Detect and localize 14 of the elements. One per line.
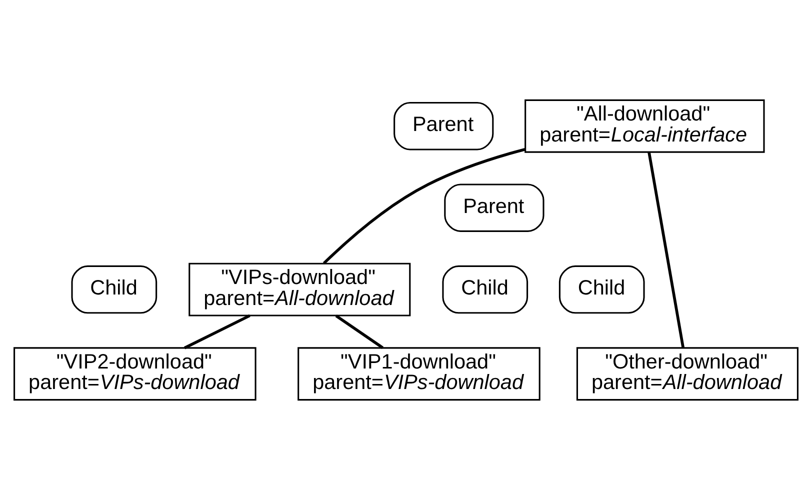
node-box: Child — [442, 264, 528, 314]
node-box: Child — [71, 264, 158, 314]
node-box: Parent — [394, 102, 494, 150]
connector — [648, 152, 685, 348]
node-box: "VIP1-download" parent=VIPs-download — [298, 346, 540, 400]
node-box: Parent — [444, 183, 544, 232]
node-box: "Other-download" parent=All-download — [576, 346, 798, 400]
connector — [184, 314, 250, 349]
connector — [322, 148, 526, 264]
node-box: "VIPs-download" parent=All-download — [188, 262, 411, 316]
node-box: "VIP2-download" parent=VIPs-download — [14, 346, 256, 400]
connector — [335, 314, 384, 348]
node-box: "All-download" parent=Local-interface — [524, 98, 765, 152]
node-box: Child — [558, 264, 645, 314]
